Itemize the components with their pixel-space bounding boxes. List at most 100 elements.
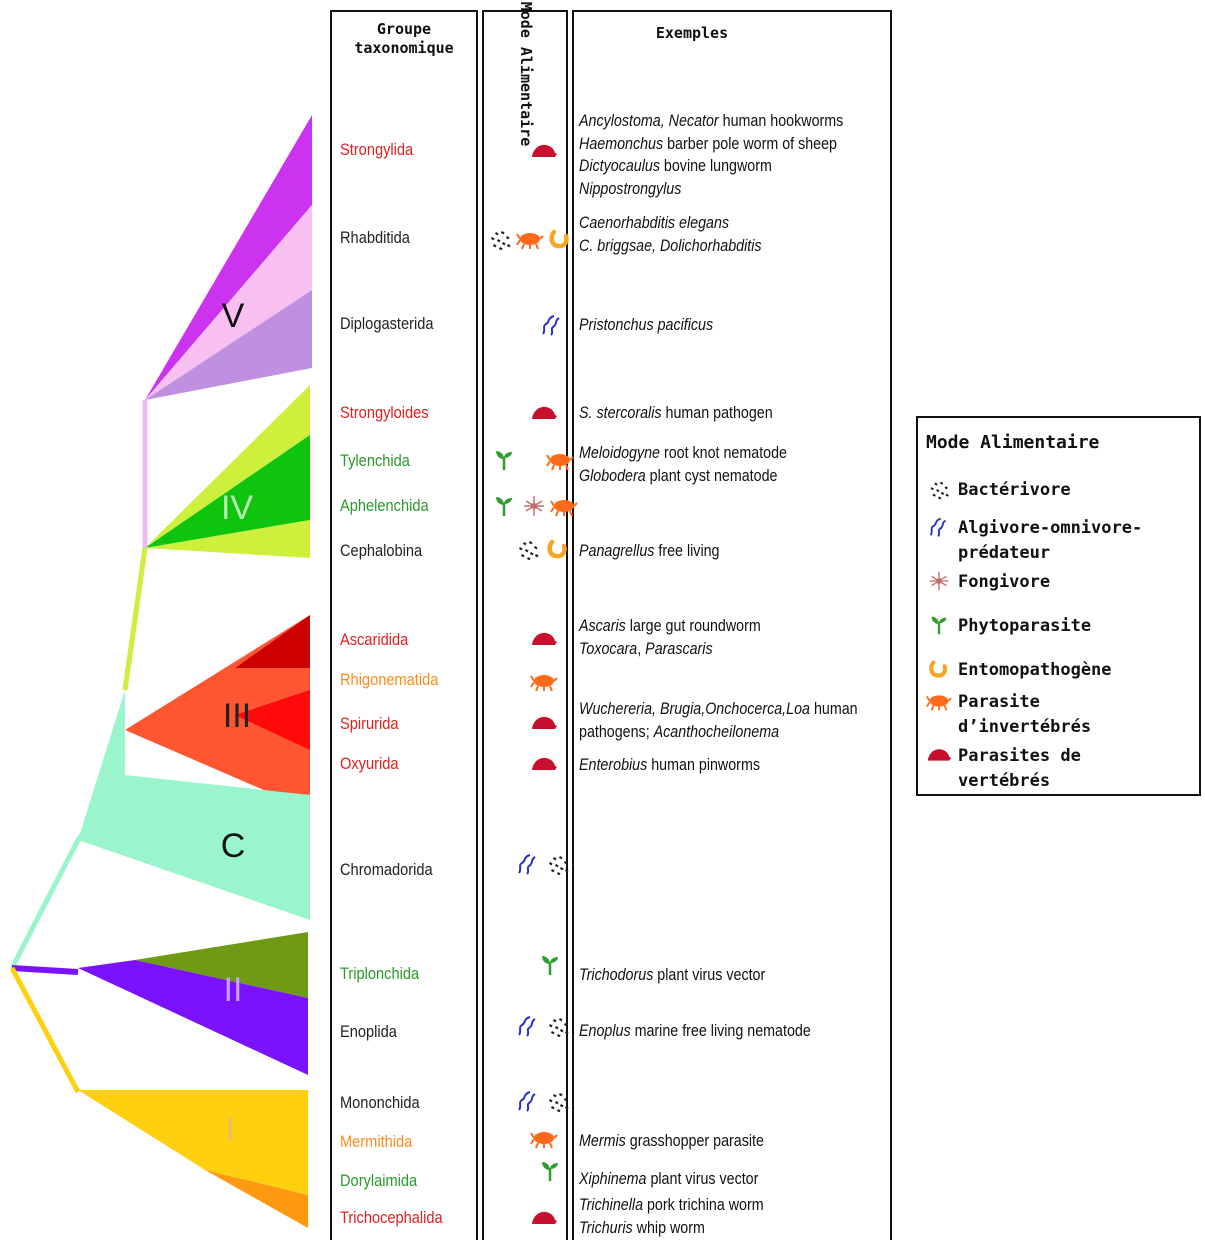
algivore-icon: [514, 1015, 542, 1037]
phytoparasite-icon: [490, 449, 518, 471]
branch-c: [9, 773, 128, 970]
mode-icons: [514, 538, 572, 560]
group-name: Triplonchida: [340, 964, 420, 983]
clade-ii-wedge-bottom: [78, 960, 308, 1075]
examples-text: Enoplus marine free living nematode: [579, 1021, 811, 1040]
legend-box: [916, 416, 1201, 796]
clade-label-i: I: [225, 1111, 235, 1149]
examples-column: [572, 10, 892, 1240]
mode-icons: [490, 449, 574, 471]
mode-icons: [514, 1090, 572, 1112]
branch-iv: [122, 547, 148, 691]
bacterivore-icon: [514, 538, 542, 560]
group-name: Spirurida: [340, 714, 399, 733]
legend-item-label: Parasites de vertébrés: [958, 746, 1081, 791]
clade-v-wedge-bottom: [145, 290, 312, 400]
branch-i: [9, 966, 81, 1094]
phytoparasite-icon: [490, 495, 518, 517]
group-name: Enoplida: [340, 1022, 397, 1041]
mode-icons: [536, 954, 564, 976]
branch-ii: [11, 965, 79, 975]
clade-label-c: C: [220, 827, 246, 865]
mode-icons: [530, 140, 558, 162]
group-name: Oxyurida: [340, 754, 399, 773]
examples-text: Xiphinema plant virus vector: [579, 1169, 759, 1188]
mode-icons: [530, 628, 558, 650]
clade-v-wedge-mid: [145, 205, 312, 400]
fungivore-icon: [926, 570, 952, 592]
examples-text: Panagrellus free living: [579, 541, 720, 560]
legend-item: Fongivore: [926, 570, 1158, 595]
vertebrate-icon: [530, 753, 558, 775]
invertebrate-icon: [926, 690, 952, 712]
group-name: Rhabditida: [340, 228, 410, 247]
clade-iii-wedge-dark: [235, 615, 310, 668]
mode-icons: [530, 712, 558, 734]
mode-column-header-text: Mode Alimentaire: [517, 1, 535, 147]
group-name: Tylenchida: [340, 451, 410, 470]
examples-text: Enterobius human pinworms: [579, 755, 760, 774]
group-name: Trichocephalida: [340, 1208, 443, 1227]
clade-label-iv: IV: [220, 489, 254, 527]
mode-icons: [490, 495, 578, 517]
group-name: Cephalobina: [340, 541, 423, 560]
branch-v: [122, 400, 148, 691]
mode-column: [482, 10, 568, 1240]
legend-item: Entomopathogène: [926, 658, 1158, 683]
examples-text: Trichodorus plant virus vector: [579, 965, 766, 984]
mode-icons: [538, 314, 566, 336]
phytoparasite-icon: [536, 954, 564, 976]
group-name: Ascaridida: [340, 630, 409, 649]
clade-label-ii: II: [223, 971, 243, 1009]
legend-item-label: Entomopathogène: [958, 660, 1112, 680]
vertebrate-icon: [530, 402, 558, 424]
examples-text: S. stercoralis human pathogen: [579, 403, 773, 422]
mode-icons: [530, 670, 558, 692]
invertebrate-icon: [546, 449, 574, 471]
legend-title: Mode Alimentaire: [926, 432, 1100, 453]
clade-iv-wedge-bottom: [145, 520, 310, 558]
invertebrate-icon: [530, 670, 558, 692]
phylogenetic-tree: [9, 115, 312, 1228]
fungivore-icon: [520, 495, 548, 517]
group-name: Strongyloides: [340, 403, 429, 422]
invertebrate-icon: [550, 495, 578, 517]
legend-item-label: Phytoparasite: [958, 616, 1092, 636]
clade-iv-wedge-top: [145, 385, 310, 548]
examples-text: Pristonchus pacificus: [579, 315, 714, 334]
group-column: [330, 10, 478, 1240]
legend-item: Algivore-omnivore-prédateur: [926, 516, 1158, 566]
vertebrate-icon: [530, 712, 558, 734]
group-name: Strongylida: [340, 140, 414, 159]
mode-icons: [530, 1127, 558, 1149]
legend-item: Phytoparasite: [926, 614, 1158, 639]
bacterivore-icon: [926, 478, 952, 500]
phytoparasite-icon: [926, 614, 952, 636]
mode-icons: [530, 753, 558, 775]
invertebrate-icon: [516, 228, 544, 250]
mode-icons: [514, 1015, 572, 1037]
vertebrate-icon: [530, 1207, 558, 1229]
group-name: Aphelenchida: [340, 496, 429, 515]
bacterivore-icon: [486, 228, 514, 250]
group-column-header: Groupe taxonomique: [354, 20, 454, 57]
clade-c-wedge: [78, 690, 310, 920]
clade-i-wedge-main: [78, 1090, 308, 1195]
bacterivore-icon: [544, 1090, 572, 1112]
clade-ii-wedge-top: [135, 932, 308, 998]
mode-icons: [530, 402, 558, 424]
phytoparasite-icon: [536, 1160, 564, 1182]
legend-item-label: Bactérivore: [958, 480, 1071, 500]
legend-item-label: Parasite d’invertébrés: [958, 692, 1092, 737]
bacterivore-icon: [544, 853, 572, 875]
clade-iii-wedge-red: [235, 690, 310, 750]
legend-item: Parasites de vertébrés: [926, 744, 1158, 794]
clade-iv-wedge-mid: [145, 435, 310, 548]
vertebrate-icon: [530, 140, 558, 162]
